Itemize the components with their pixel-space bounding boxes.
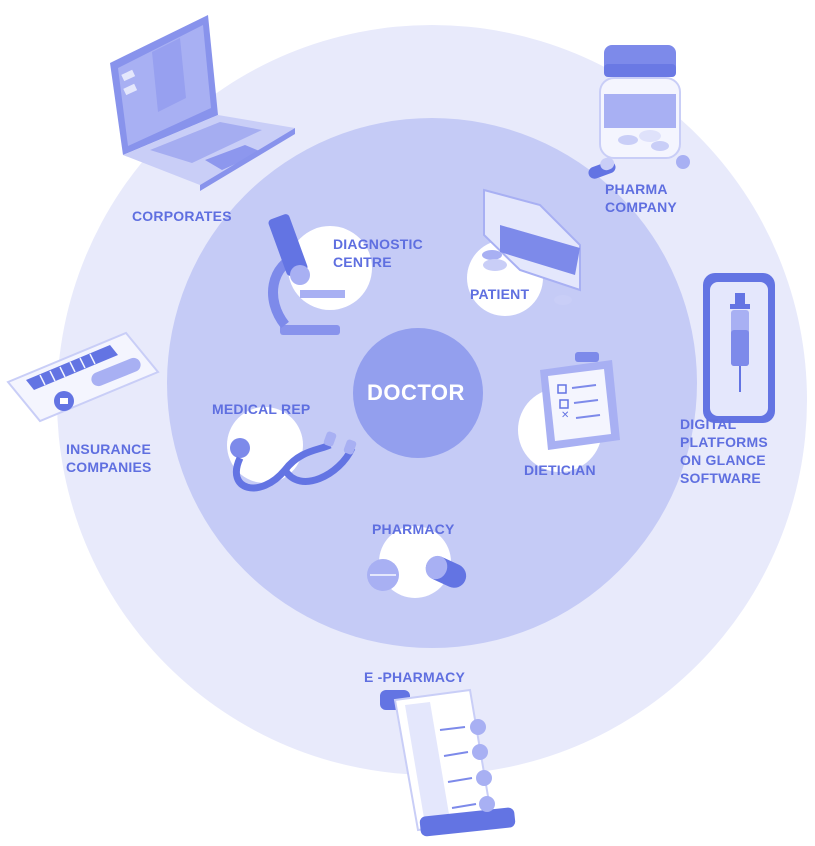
stethoscope-icon <box>230 431 357 492</box>
diagnostic-spot <box>288 226 372 310</box>
medical-rep-spot <box>227 407 303 483</box>
doctor-label: DOCTOR <box>367 380 465 405</box>
phone-syringe-icon <box>703 273 775 423</box>
node-label-medical-rep: MEDICAL REP <box>212 401 311 417</box>
clipboard-icon: ✕ <box>540 352 620 450</box>
node-label-pharma-company: PHARMA COMPANY <box>605 181 677 215</box>
prescription-scroll-icon <box>380 688 516 837</box>
pills-icon <box>367 555 467 591</box>
laptop-icon <box>110 15 295 191</box>
medicine-jar-icon <box>588 45 690 179</box>
node-label-dietician: DIETICIAN <box>524 462 596 478</box>
insurance-card-icon <box>6 331 160 423</box>
node-label-e-pharmacy: E -PHARMACY <box>364 669 465 685</box>
node-label-corporates: CORPORATES <box>132 208 232 224</box>
center-circle <box>353 328 483 458</box>
node-label-insurance-companies: INSURANCE COMPANIES <box>66 441 152 475</box>
node-label-digital-platforms: DIGITAL PLATFORMS ON GLANCE SOFTWARE <box>680 416 768 486</box>
node-label-pharmacy: PHARMACY <box>372 521 455 537</box>
pill-box-icon <box>482 188 581 305</box>
node-label-diagnostic-centre: DIAGNOSTIC CENTRE <box>333 236 423 270</box>
svg-text:✕: ✕ <box>561 410 569 421</box>
node-label-patient: PATIENT <box>470 286 530 302</box>
microscope-icon <box>268 214 345 335</box>
